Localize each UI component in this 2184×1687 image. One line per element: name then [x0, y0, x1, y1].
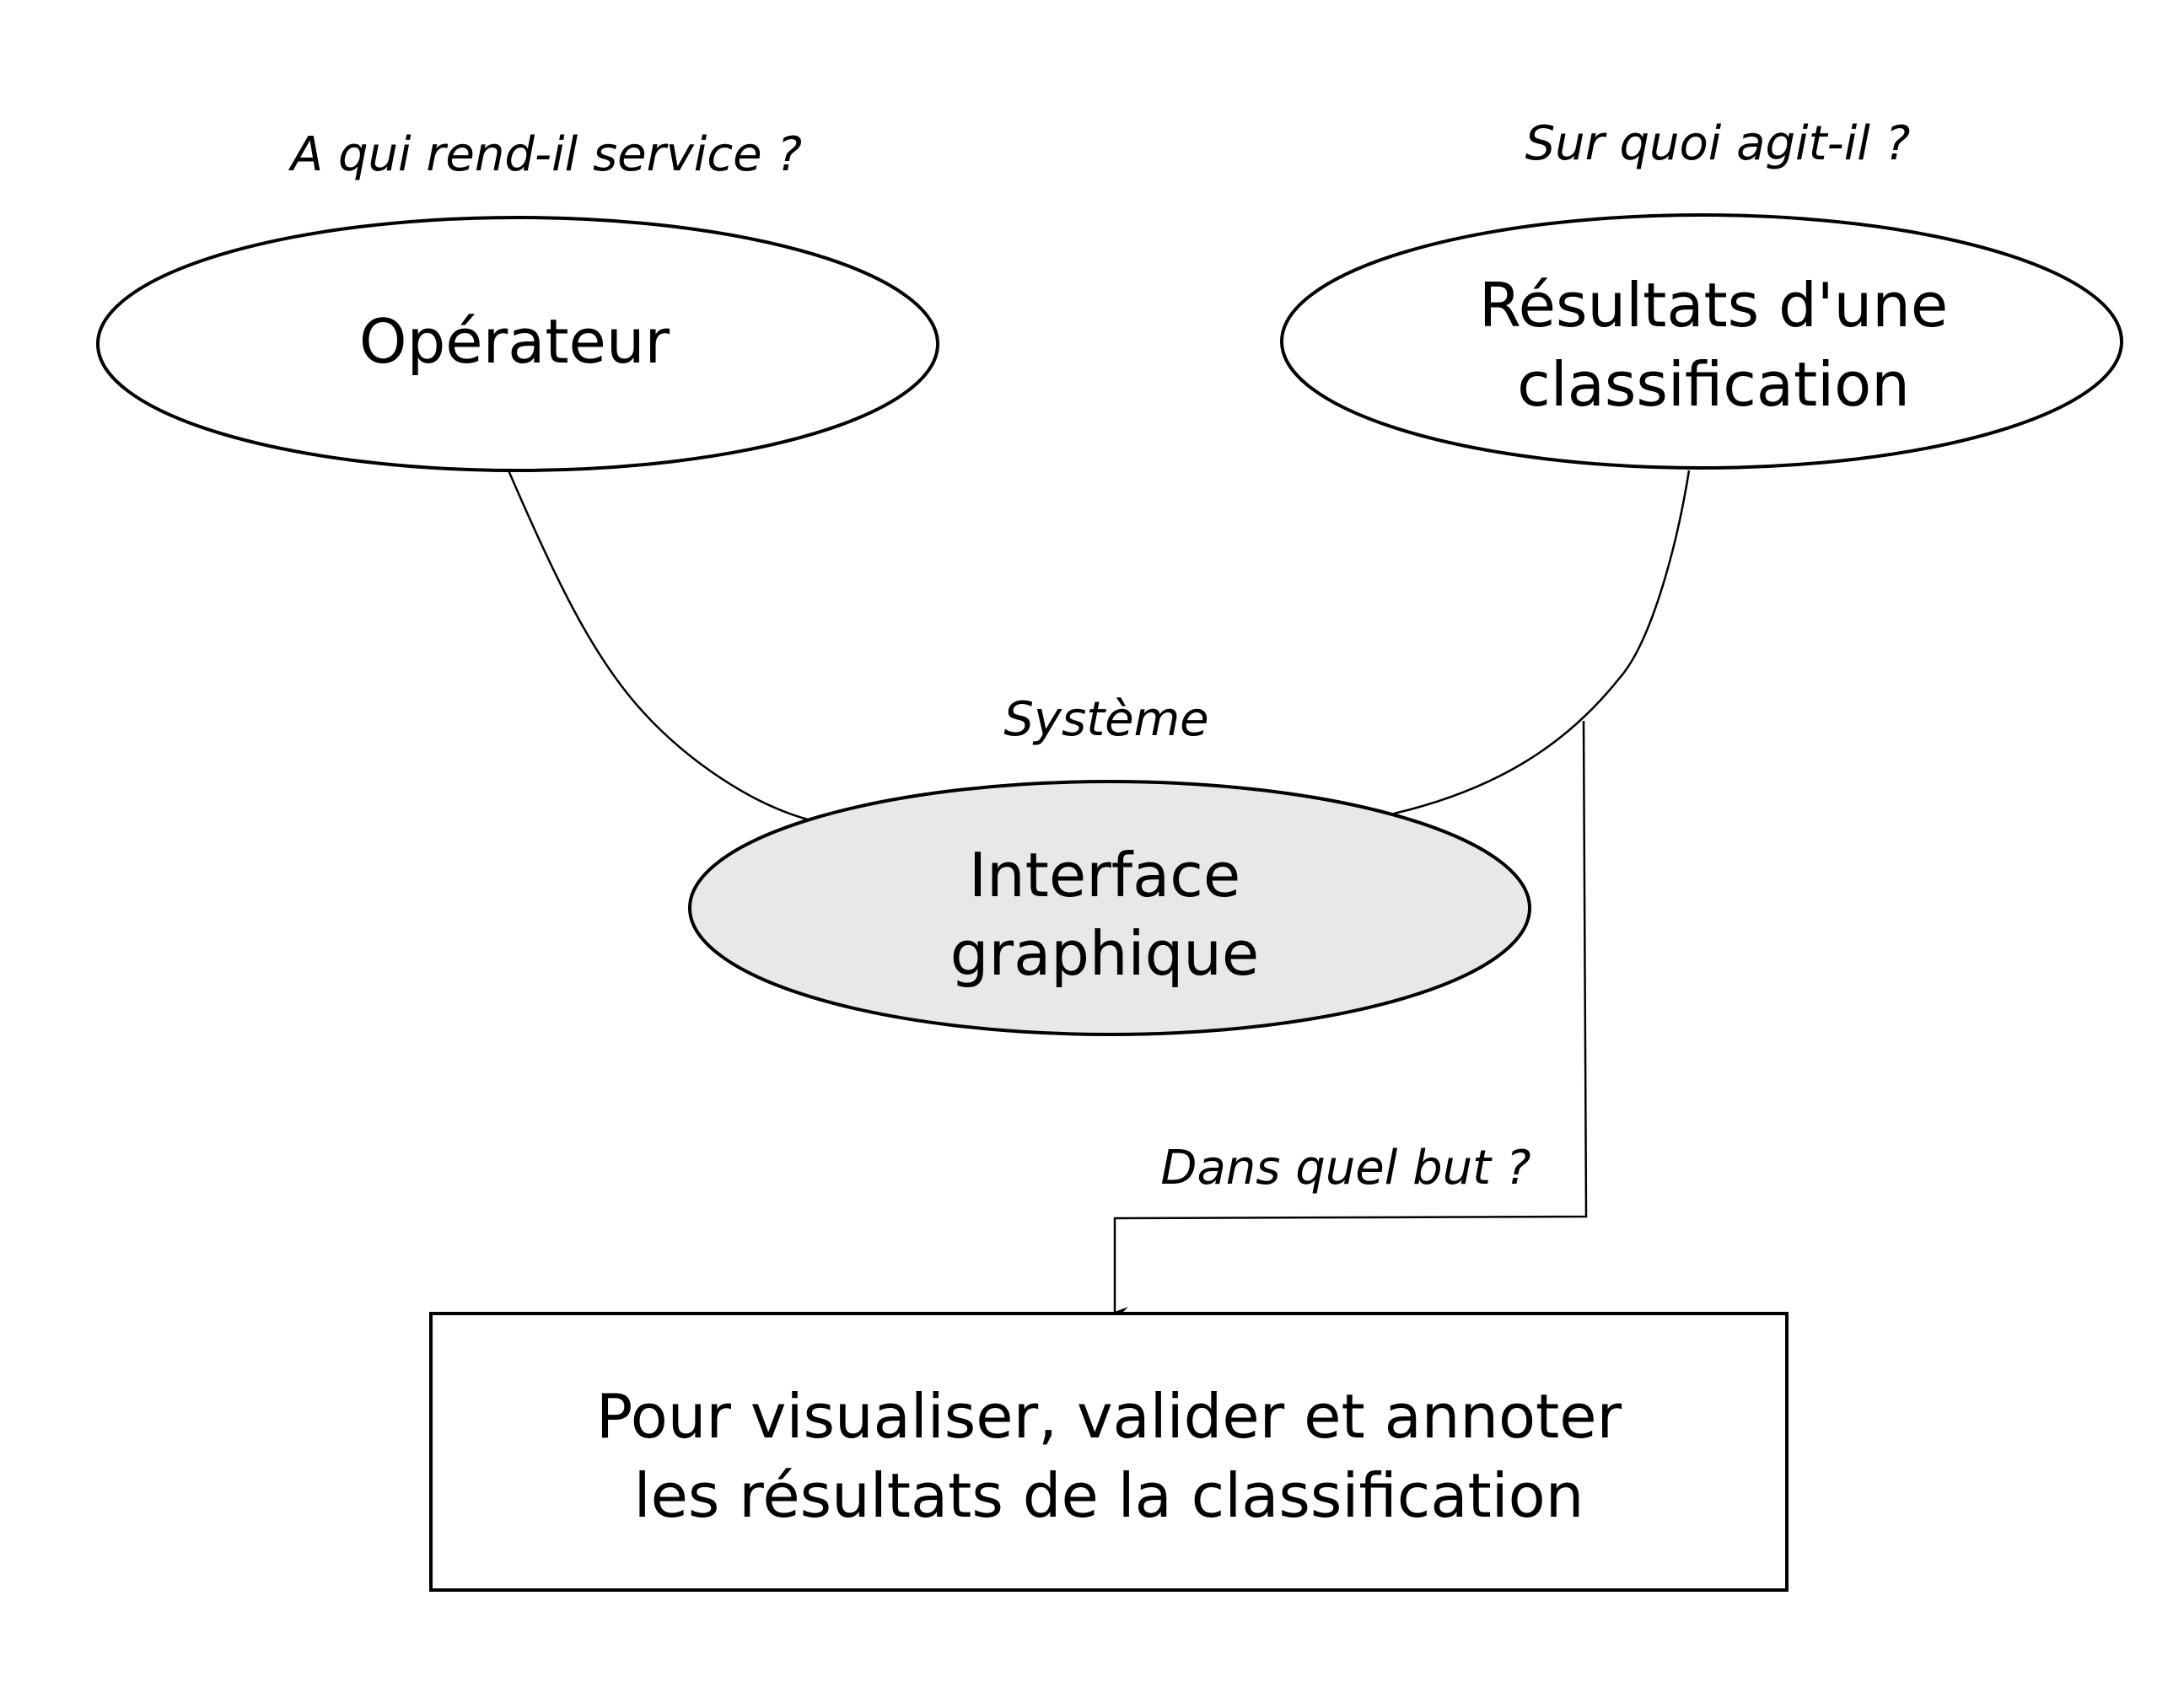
node-interface: Interface graphique	[688, 780, 1531, 1036]
purpose-box	[429, 1312, 1789, 1592]
edge-results-interface	[1393, 470, 1691, 815]
node-results: Résultats d'une classification	[1280, 213, 2123, 470]
purpose-label-line1: Pour visualiser, valider et annoter	[596, 1381, 1622, 1452]
results-ellipse	[1280, 213, 2123, 470]
operator-ellipse	[96, 216, 939, 472]
question-goal: Dans quel but ?	[1160, 1141, 1530, 1195]
interface-label-line2: graphique	[950, 918, 1259, 989]
question-what: Sur quoi agit-il ?	[1525, 116, 1911, 171]
edge-operator-interface	[507, 470, 809, 821]
interface-label-line1: Interface	[969, 840, 1240, 911]
node-operator: Opérateur	[96, 216, 939, 472]
interface-ellipse	[688, 780, 1531, 1036]
question-system: Système	[1003, 692, 1208, 747]
results-label-line1: Résultats d'une	[1479, 270, 1948, 341]
edge-goal-arrow	[1113, 720, 1588, 1317]
question-who: A qui rend-il service ?	[288, 127, 802, 182]
purpose-label-line2: les résultats de la classification	[634, 1460, 1584, 1531]
operator-label: Opérateur	[359, 306, 670, 377]
node-purpose: Pour visualiser, valider et annoter les …	[429, 1312, 1789, 1592]
results-label-line2: classification	[1517, 349, 1910, 420]
